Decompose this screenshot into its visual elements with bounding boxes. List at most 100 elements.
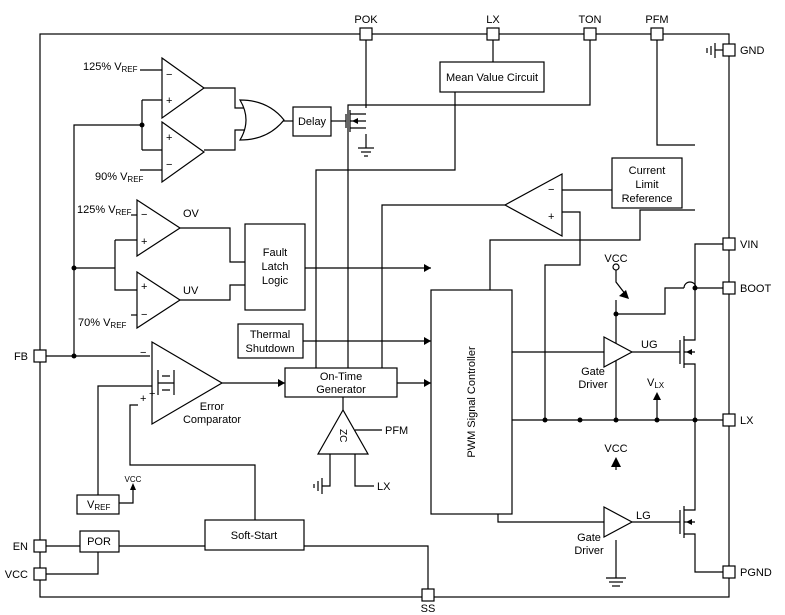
pin-pok-label: POK	[354, 14, 378, 26]
zc-comparator: ZC	[316, 408, 370, 455]
ov-comparator: − +	[136, 198, 182, 258]
pin-pfm-label: PFM	[645, 14, 668, 26]
high-side-mosfet	[679, 333, 696, 371]
pin-vcc-label: VCC	[5, 569, 28, 581]
error-comparator-label-1: Error	[200, 401, 225, 413]
delay-label: Delay	[298, 116, 327, 128]
ref-125-top: 125% VREF	[83, 61, 138, 74]
mean-value-label: Mean Value Circuit	[446, 72, 538, 84]
vref-block	[76, 494, 120, 515]
ov-label: OV	[183, 208, 200, 220]
svg-text:+: +	[141, 281, 147, 293]
por-block	[79, 530, 120, 553]
pin-vcc	[33, 567, 47, 581]
uv-label: UV	[183, 285, 199, 297]
zc-pfm-label: PFM	[385, 425, 408, 437]
pin-lx-top-label: LX	[486, 14, 500, 26]
lg-label: LG	[636, 510, 651, 522]
fault-latch-label-3: Logic	[262, 275, 289, 287]
pin-lx-right	[722, 413, 736, 427]
pin-en-label: EN	[13, 541, 28, 553]
pin-lx-top	[486, 27, 500, 41]
pin-ss-label: SS	[421, 603, 436, 615]
fault-latch-block	[244, 223, 306, 311]
zc-lx-label: LX	[377, 481, 391, 493]
junctions	[71, 122, 698, 423]
low-side-mosfet	[679, 503, 696, 541]
gate-driver-top-2: Driver	[578, 379, 608, 391]
pin-fb	[33, 349, 47, 363]
current-limit-label-2: Limit	[635, 179, 658, 191]
svg-text:+: +	[166, 132, 172, 144]
soft-start-label: Soft-Start	[231, 530, 277, 542]
pin-vin	[722, 237, 736, 251]
pok-high-comparator: − +	[161, 56, 206, 120]
pwm-controller-block	[430, 289, 513, 515]
svg-text:−: −	[141, 209, 147, 221]
pin-vin-label: VIN	[740, 239, 758, 251]
pok-mosfet	[345, 110, 366, 132]
svg-text:+: +	[548, 211, 554, 223]
ref-90: 90% VREF	[95, 171, 144, 184]
thermal-shutdown-block	[237, 323, 304, 359]
pin-boot-label: BOOT	[740, 283, 771, 295]
on-time-label-2: Generator	[316, 384, 366, 396]
thermal-label-2: Shutdown	[246, 343, 295, 355]
error-comparator: − + +	[140, 340, 224, 426]
ref-125-ov: 125% VREF	[77, 204, 132, 217]
gate-driver-top-1: Gate	[581, 366, 605, 378]
pin-pfm	[650, 27, 664, 41]
uv-comparator: + −	[136, 270, 182, 330]
pin-gnd-label: GND	[740, 45, 765, 57]
pin-en	[33, 539, 47, 553]
soft-start-block	[204, 519, 305, 551]
ref-70: 70% VREF	[78, 317, 127, 330]
current-limit-label-3: Reference	[622, 193, 673, 205]
pin-pgnd	[722, 565, 736, 579]
pin-lx-right-label: LX	[740, 415, 754, 427]
ug-driver	[603, 335, 634, 369]
svg-text:−: −	[166, 159, 172, 171]
pins: POK LX TON PFM GND VIN BOOT LX PGND FB E…	[5, 14, 772, 615]
wires	[46, 38, 729, 589]
ic-boundary	[39, 33, 730, 598]
error-comparator-label-2: Comparator	[183, 414, 241, 426]
gate-driver-bottom-1: Gate	[577, 532, 601, 544]
mean-value-block	[439, 61, 545, 93]
vcc-bottom-label: VCC	[604, 443, 627, 455]
pwm-label: PWM Signal Controller	[466, 346, 478, 458]
svg-text:+: +	[166, 95, 172, 107]
on-time-label-1: On-Time	[320, 371, 362, 383]
pin-fb-label: FB	[14, 351, 28, 363]
zc-label: ZC	[337, 429, 348, 442]
or-gate	[238, 99, 285, 141]
pin-boot	[722, 281, 736, 295]
svg-text:−: −	[140, 347, 146, 359]
pin-ton	[583, 27, 597, 41]
pin-pok	[359, 27, 373, 41]
pin-gnd	[722, 43, 736, 57]
labels: 125% VREF 90% VREF 125% VREF 70% VREF OV…	[77, 61, 665, 557]
lg-driver	[603, 505, 634, 539]
svg-text:+: +	[149, 388, 155, 400]
ug-label: UG	[641, 339, 658, 351]
svg-text:−: −	[548, 184, 554, 196]
on-time-generator-block	[284, 367, 398, 398]
pok-low-comparator: + −	[161, 120, 206, 184]
svg-text:+: +	[140, 393, 146, 405]
current-limit-label-1: Current	[629, 165, 666, 177]
fault-latch-label-2: Latch	[262, 261, 289, 273]
por-label: POR	[87, 536, 111, 548]
vlx-label: VLX	[647, 377, 665, 390]
svg-text:+: +	[141, 236, 147, 248]
fault-latch-label-1: Fault	[263, 247, 287, 259]
current-limit-comparator: − +	[503, 172, 563, 238]
current-limit-block	[611, 157, 683, 209]
pin-pgnd-label: PGND	[740, 567, 772, 579]
svg-text:−: −	[166, 69, 172, 81]
pin-ss	[421, 588, 435, 602]
vcc-top-label: VCC	[604, 253, 627, 265]
vcc-small-label: VCC	[125, 475, 142, 484]
arrowheads	[130, 264, 661, 490]
